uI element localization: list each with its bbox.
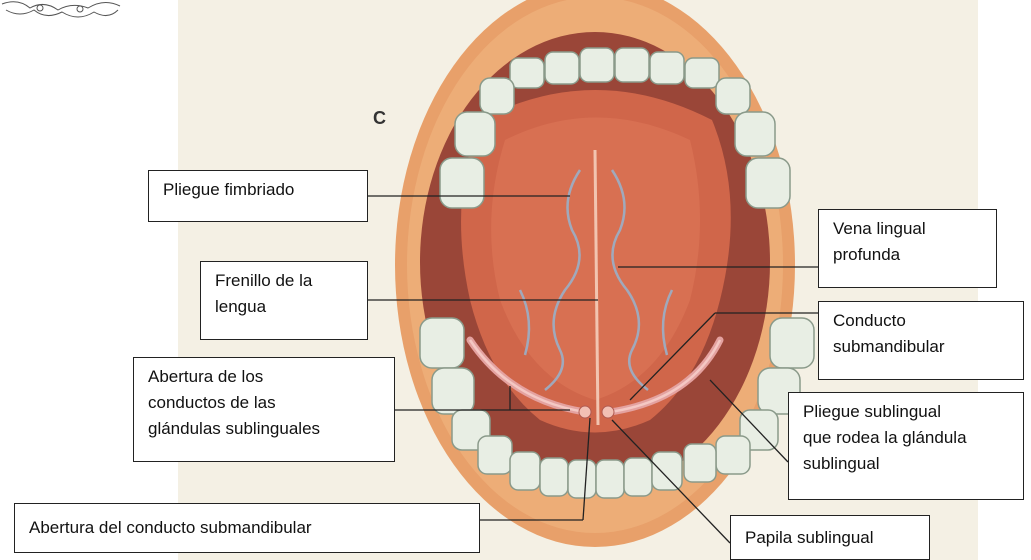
label-pliegue-sublingual: Pliegue sublingual que rodea la glándula… — [788, 392, 1024, 500]
figure-letter: C — [373, 108, 386, 129]
label-papila-sublingual: Papila sublingual — [730, 515, 930, 560]
label-vena-lingual: Vena lingual profunda — [818, 209, 997, 288]
corner-doodle — [2, 2, 120, 17]
label-conducto-submandibular: Conducto submandibular — [818, 301, 1024, 380]
label-frenillo: Frenillo de la lengua — [200, 261, 368, 340]
label-pliegue-fimbriado: Pliegue fimbriado — [148, 170, 368, 222]
label-abertura-sublinguales: Abertura de los conductos de las glándul… — [133, 357, 395, 462]
label-abertura-submandibular: Abertura del conducto submandibular — [14, 503, 480, 553]
sublingual-papilla-left — [579, 406, 591, 418]
sublingual-papilla-right — [602, 406, 614, 418]
